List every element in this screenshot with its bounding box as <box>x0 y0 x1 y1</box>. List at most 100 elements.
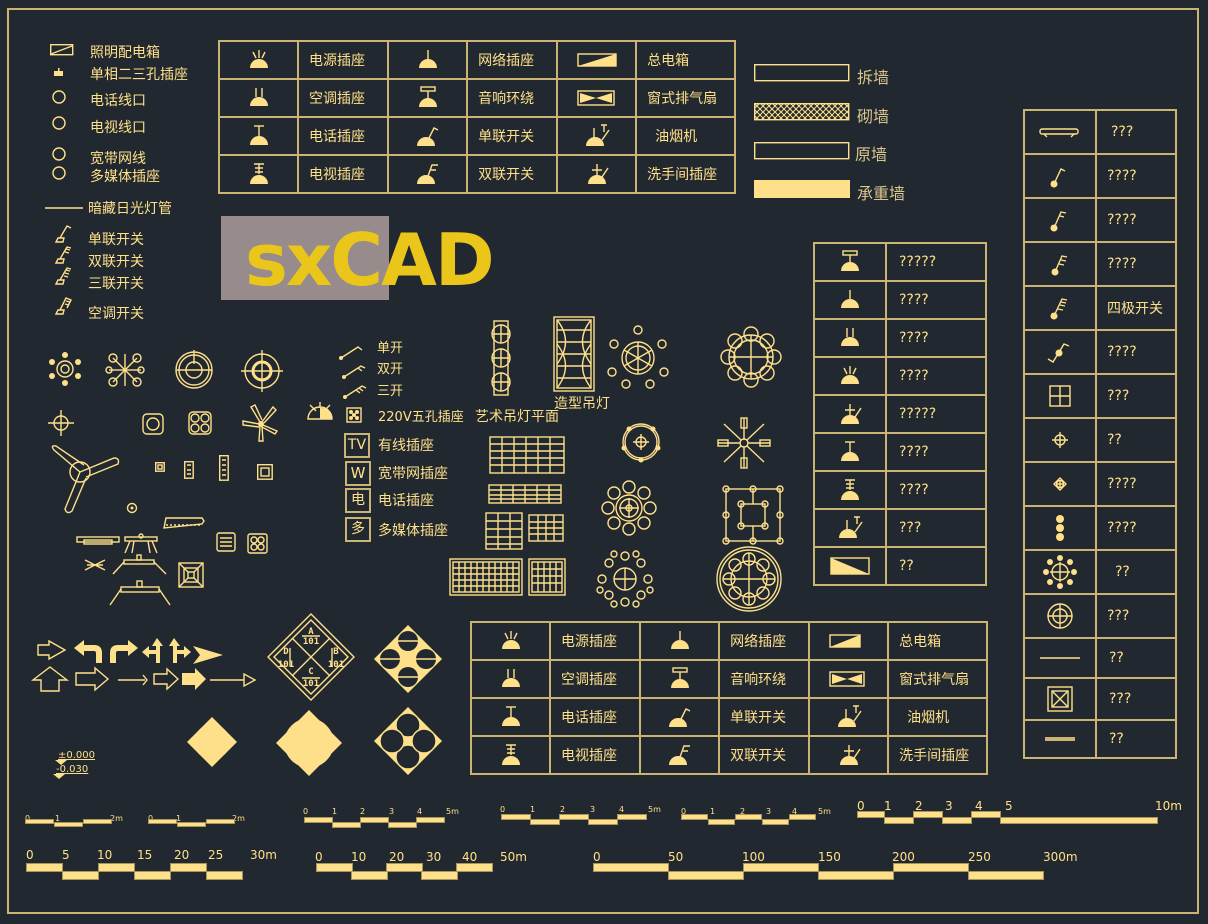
cell-label: ??? <box>1095 593 1177 639</box>
pyramid-vent-icon <box>178 562 204 588</box>
svg-text:B: B <box>333 647 339 657</box>
scale-tick-label: 1 <box>176 814 182 823</box>
wall-label: 原墙 <box>855 145 888 164</box>
grid-light-icon <box>1045 384 1075 408</box>
double-switch-line-icon <box>342 365 366 379</box>
cell-label: ????? <box>885 394 987 434</box>
five-hole-socket-label: 220V五孔插座 <box>378 410 464 425</box>
table-row: 电话插座 单联开关 油烟机 <box>469 697 988 737</box>
broadband-badge: W <box>345 461 371 486</box>
broadband-socket-label: 宽带网插座 <box>378 466 448 482</box>
table-row: ???? <box>1023 197 1177 243</box>
scale-tick-label: 2 <box>560 805 566 814</box>
cell-label: 油烟机 <box>887 697 988 737</box>
table-row: ?? <box>1023 549 1177 595</box>
scale-tick-label: 5m <box>648 805 661 814</box>
cell-label: ?? <box>1095 719 1177 759</box>
chandelier-6-icon <box>49 352 81 386</box>
ceiling-grid-large-icon <box>489 436 565 474</box>
table-row: ??? <box>1023 677 1177 721</box>
scale-tick-label: 2m <box>110 814 123 823</box>
table-row: ???? <box>1023 153 1177 199</box>
cell-label: 洗手间插座 <box>635 154 736 194</box>
table-row: 电视插座 双联开关 洗手间插座 <box>469 735 988 775</box>
switch-single-icon <box>54 225 72 243</box>
svg-text:C: C <box>304 751 313 766</box>
scale-tick-label: 1 <box>884 799 892 813</box>
ceiling-grid-square-icon <box>528 558 566 596</box>
power-socket-icon <box>496 629 526 653</box>
flower-chandelier-icon <box>601 480 657 536</box>
wall-bearing-icon <box>754 180 850 198</box>
cell-label: 窗式排气扇 <box>887 659 988 699</box>
table-row: ?? <box>813 546 987 586</box>
circle-icon <box>52 166 66 180</box>
circle-icon <box>52 147 66 161</box>
scale-tick-label: 40 <box>462 850 478 864</box>
network-socket-icon <box>413 48 443 72</box>
distribution-box-icon <box>49 43 74 56</box>
ac-socket-icon <box>835 326 865 350</box>
speaker-icon <box>835 250 865 274</box>
cell-label: ???? <box>1095 505 1177 551</box>
wall-new-hatched-icon <box>753 102 850 121</box>
table-row: 空调插座 音响环绕 窗式排气扇 <box>217 78 736 118</box>
cell-label: 空调插座 <box>549 659 642 699</box>
single-switch-line-icon <box>339 346 363 360</box>
scale-tick-label: 4 <box>792 807 798 816</box>
scale-tick-label: 150 <box>818 850 841 864</box>
strip-light-icon <box>1045 727 1075 751</box>
bracket-lamp-icon <box>76 536 120 545</box>
scale-tick-label: 20 <box>174 848 190 862</box>
cell-label: ???? <box>885 318 987 358</box>
fan-5-blade-icon <box>242 404 279 442</box>
wall-label: 拆墙 <box>857 68 890 87</box>
top-symbol-table: 电源插座 网络插座 总电箱 空调插座 音响环绕 窗式排气扇 电话插座 单联开关 … <box>217 40 736 194</box>
diamond-circle-icon <box>187 717 237 767</box>
square-frame-chandelier-icon <box>722 485 784 545</box>
scale-tick-label: 0 <box>303 807 309 816</box>
scale-tick-label: 2 <box>915 799 923 813</box>
arrow-turn-right-icon <box>110 640 138 663</box>
table-row: ????? <box>813 242 987 282</box>
square-panel-4-icon <box>247 533 268 554</box>
downlight-icon <box>1045 428 1075 452</box>
cell-label: ???? <box>1095 153 1177 199</box>
logo-highlight <box>221 216 389 300</box>
scale-tick-label: 5 <box>1005 799 1013 813</box>
scale-tick-label: 0 <box>315 850 323 864</box>
switch-triple-icon <box>54 267 72 285</box>
svg-text:101: 101 <box>278 660 294 670</box>
legend-label: 三联开关 <box>88 276 144 292</box>
cell-label: ??? <box>885 508 987 548</box>
pendant-ring-icon <box>621 423 661 463</box>
switch-4-icon <box>1045 296 1075 320</box>
range-hood-icon <box>582 124 612 148</box>
chain-chandelier-icon <box>491 320 511 396</box>
scale-tick-label: 10 <box>351 850 367 864</box>
single-switch-icon <box>413 124 443 148</box>
table-row: ??? <box>1023 109 1177 155</box>
scale-tick-label: 1 <box>530 805 536 814</box>
triple-switch-line-icon <box>343 385 367 399</box>
cell-label: 单联开关 <box>466 116 559 156</box>
wall-lamp-icon <box>163 517 205 529</box>
table-row: ???? <box>813 470 987 510</box>
square-nested-icon <box>256 463 273 480</box>
downlight-crosshair-icon <box>48 410 74 436</box>
half-dome-socket-icon <box>307 402 333 420</box>
bottom-symbol-table: 电源插座 网络插座 总电箱 空调插座 音响环绕 窗式排气扇 电话插座 单联开关 … <box>469 621 988 775</box>
switch-3-icon <box>1045 252 1075 276</box>
chandelier-star-icon <box>105 353 145 387</box>
chandelier-ring-icon <box>720 326 782 388</box>
power-socket-icon <box>835 364 865 388</box>
legend-label: 空调开关 <box>88 306 144 322</box>
small-square-icon <box>154 461 165 472</box>
cell-label: ???? <box>1095 329 1177 375</box>
diamond-four-circles-icon <box>374 707 442 775</box>
arrow-pointer-right-icon <box>193 646 223 664</box>
legend-label: 电视线口 <box>90 120 146 136</box>
scale-tick-label: 250 <box>968 850 991 864</box>
scale-tick-label: 0 <box>26 848 34 862</box>
scale-tick-label: 50 <box>668 850 684 864</box>
